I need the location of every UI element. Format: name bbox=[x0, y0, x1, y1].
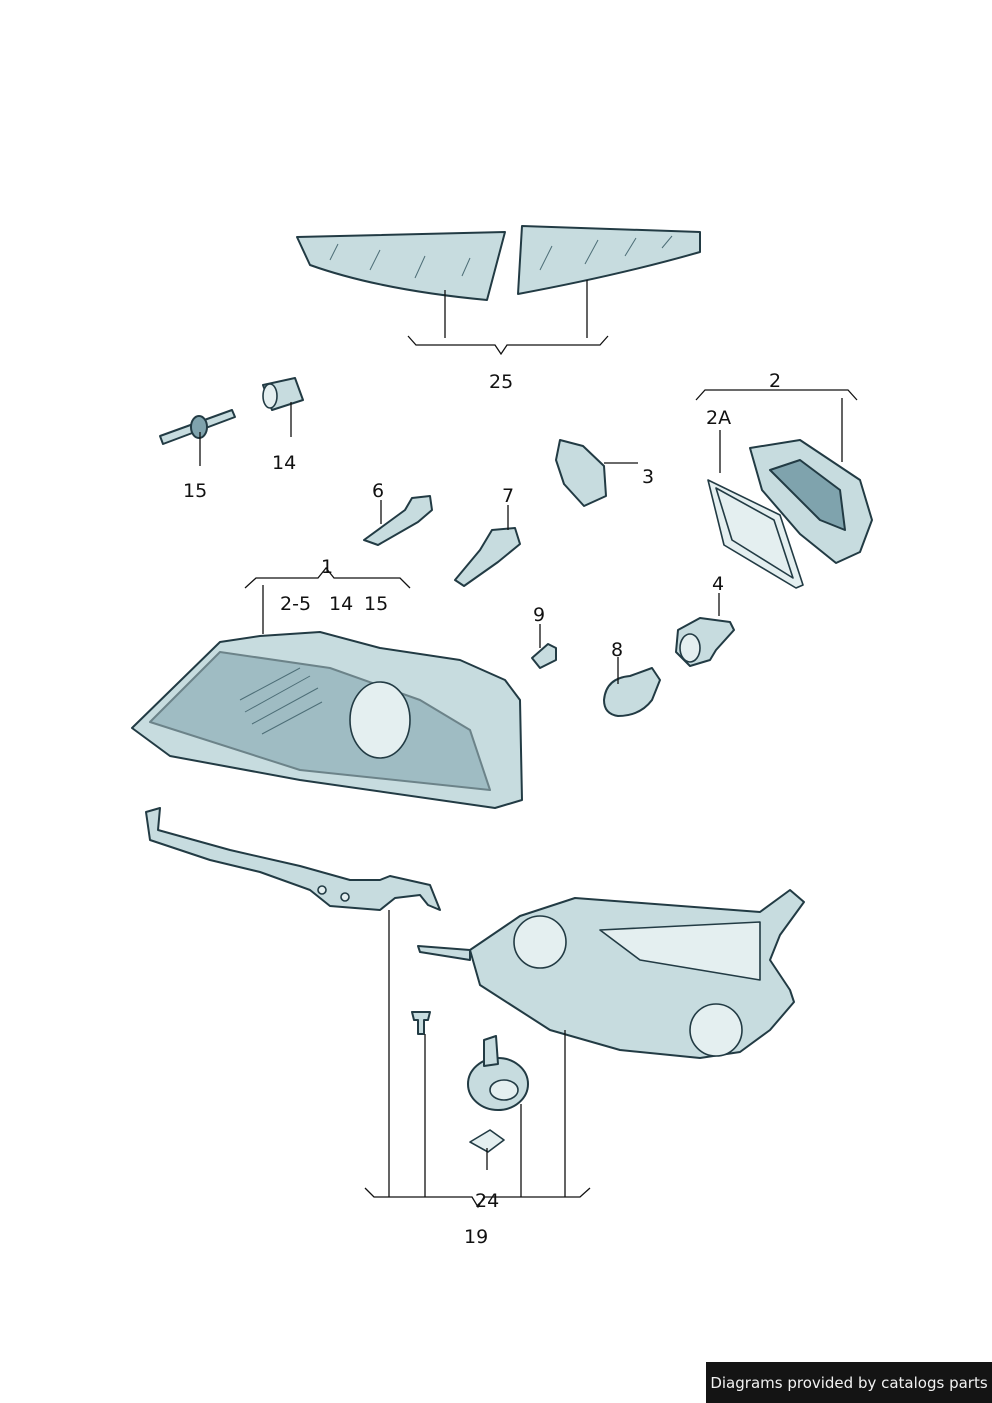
label-6: 6 bbox=[372, 480, 385, 502]
label-3: 3 bbox=[642, 466, 655, 488]
callout-lines-19 bbox=[364, 910, 591, 1209]
cover-cap bbox=[695, 389, 873, 564]
label-2a: 2A bbox=[706, 407, 732, 429]
label-4: 4 bbox=[712, 573, 725, 595]
screw bbox=[411, 1011, 431, 1035]
label-2: 2 bbox=[769, 370, 782, 392]
label-25: 25 bbox=[489, 371, 514, 393]
bulb-h7 bbox=[363, 495, 433, 546]
label-7: 7 bbox=[502, 485, 515, 507]
label-1-ref-15: 15 bbox=[364, 593, 389, 615]
label-19: 19 bbox=[464, 1226, 489, 1248]
label-14: 14 bbox=[272, 452, 297, 474]
washer bbox=[469, 1129, 505, 1170]
footer-credit: Diagrams provided by catalogs parts bbox=[706, 1362, 992, 1403]
bulb-py21w bbox=[603, 657, 661, 717]
housing-lower-part bbox=[417, 889, 805, 1059]
label-1: 1 bbox=[321, 556, 334, 578]
cover-seal bbox=[707, 430, 804, 589]
spreader-nut bbox=[262, 377, 304, 437]
bulb-holder bbox=[555, 439, 638, 507]
bulb-socket bbox=[675, 593, 735, 667]
label-9: 9 bbox=[533, 604, 546, 626]
lens-cover-right bbox=[517, 225, 701, 295]
label-8: 8 bbox=[611, 639, 624, 661]
bulb-h4 bbox=[454, 505, 521, 587]
label-1-ref-2-5: 2-5 bbox=[280, 593, 312, 615]
adjusting-bolt bbox=[159, 409, 236, 466]
callout-lines-25 bbox=[407, 280, 609, 356]
headlight-housing bbox=[131, 566, 523, 809]
label-24: 24 bbox=[475, 1190, 500, 1212]
bulb-w5w bbox=[531, 624, 557, 669]
adjuster-gear bbox=[467, 1035, 529, 1111]
lens-cover-left bbox=[296, 231, 506, 301]
mounting-bracket bbox=[145, 807, 441, 911]
label-1-ref-14: 14 bbox=[329, 593, 354, 615]
label-15: 15 bbox=[183, 480, 208, 502]
